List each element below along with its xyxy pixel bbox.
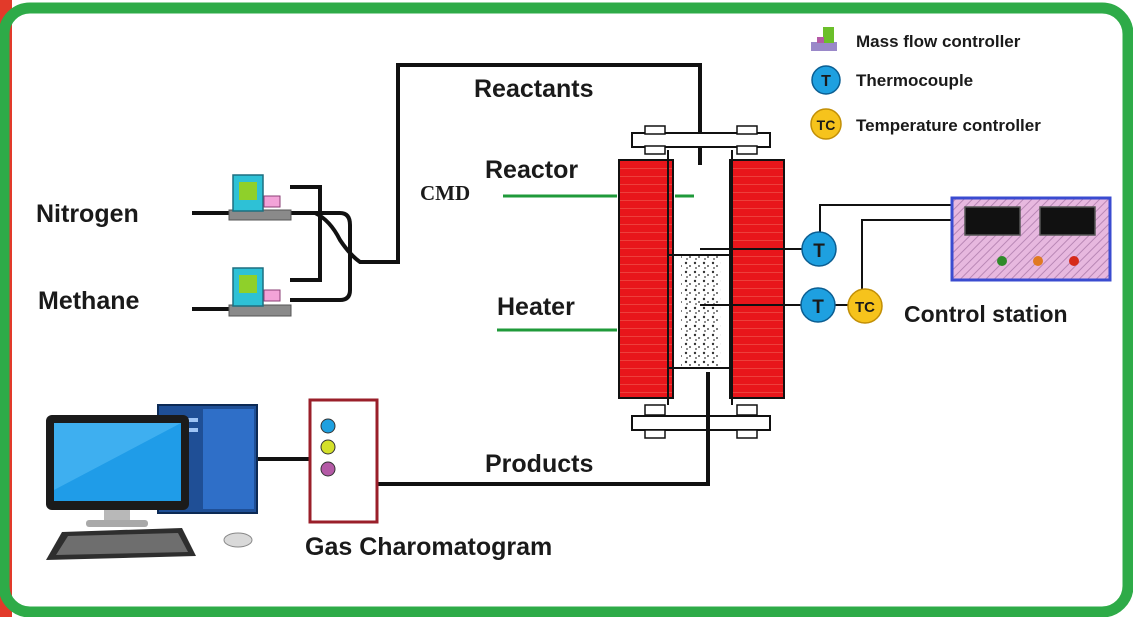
thermocouple-upper-symbol: T bbox=[813, 241, 825, 262]
reactor-label: Reactor bbox=[485, 156, 578, 184]
mouse bbox=[223, 532, 253, 548]
temperature-controller-icon bbox=[847, 288, 883, 324]
reactor-top-flange bbox=[631, 132, 771, 148]
thermocouple-lower-icon bbox=[800, 287, 836, 323]
legend-t-symbol: T bbox=[821, 73, 831, 90]
gas-chromatograph bbox=[308, 398, 379, 524]
indicator-red bbox=[1069, 256, 1079, 266]
inlet-lines bbox=[192, 63, 702, 311]
control-display-2 bbox=[1039, 206, 1096, 236]
thermocouple-legend-icon bbox=[811, 65, 841, 95]
legend-tc-label: Temperature controller bbox=[856, 116, 1041, 135]
cmd-label: CMD bbox=[420, 181, 470, 205]
mfc-nitrogen bbox=[228, 174, 292, 221]
legend-mfc-label: Mass flow controller bbox=[856, 32, 1021, 51]
mfc-legend-icon bbox=[811, 27, 837, 51]
indicator-green bbox=[997, 256, 1007, 266]
methane-label: Methane bbox=[38, 287, 140, 315]
heater-label: Heater bbox=[497, 293, 575, 321]
temperature-controller-symbol: TC bbox=[855, 299, 875, 316]
legend-tc-symbol: TC bbox=[817, 117, 836, 133]
heater-left bbox=[618, 159, 674, 399]
heater-right bbox=[729, 159, 785, 399]
reactor-bottom-flange bbox=[631, 415, 771, 431]
control-station bbox=[950, 196, 1112, 282]
computer-icon bbox=[46, 404, 258, 560]
indicator-orange bbox=[1033, 256, 1043, 266]
reactor bbox=[378, 125, 785, 486]
products-label: Products bbox=[485, 450, 593, 478]
legend-thermocouple-label: Thermocouple bbox=[856, 71, 973, 90]
control-station-label: Control station bbox=[904, 301, 1068, 327]
mfc-methane bbox=[228, 267, 292, 317]
gc-label: Gas Charomatogram bbox=[305, 533, 552, 561]
legend: Mass flow controller T Thermocouple TC T… bbox=[810, 27, 1041, 140]
tc-legend-icon bbox=[810, 108, 842, 140]
catalyst-bed bbox=[681, 256, 721, 366]
thermocouple-lower-symbol: T bbox=[812, 297, 824, 318]
thermocouple-upper-icon bbox=[801, 231, 837, 267]
nitrogen-label: Nitrogen bbox=[36, 200, 139, 228]
reactants-label: Reactants bbox=[474, 75, 594, 103]
control-display-1 bbox=[964, 206, 1021, 236]
